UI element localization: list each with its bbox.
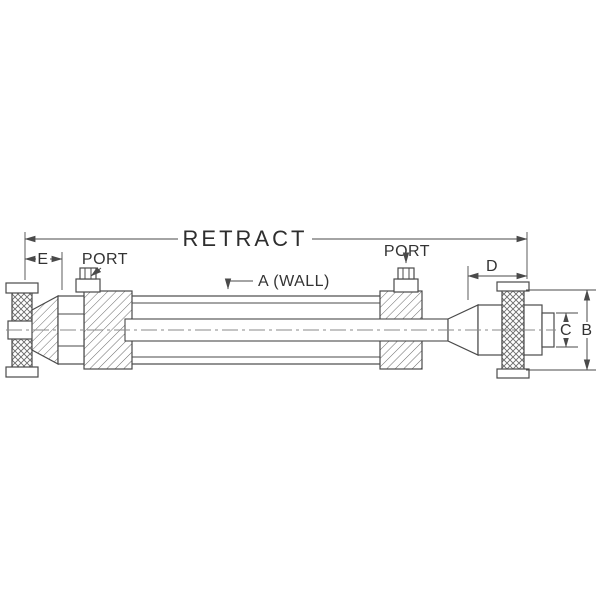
left-clevis-top-bolt	[5, 282, 39, 294]
retract-label: RETRACT	[183, 226, 308, 251]
right-clevis-top-bolt	[496, 281, 530, 292]
left-port-boss	[75, 278, 101, 293]
left-clevis-bottom-bolt	[5, 366, 39, 378]
port-right-label: PORT	[384, 243, 430, 260]
dim-retract: RETRACT	[24, 226, 528, 280]
b-label-mask	[579, 322, 595, 338]
c-label: C	[560, 322, 572, 339]
right-port-bolt	[397, 267, 415, 280]
left-hex-flat-lines	[58, 313, 84, 347]
a-wall-label: A (WALL)	[258, 273, 330, 290]
dim-d: D	[467, 258, 528, 300]
b-label: B	[581, 322, 592, 339]
e-label-mask	[36, 250, 50, 267]
right-port-hex-lines	[402, 268, 410, 279]
a-wall-leader	[224, 278, 253, 290]
c-label-mask	[558, 322, 574, 338]
e-label: E	[37, 251, 48, 268]
right-clevis-bottom-bolt	[496, 368, 530, 379]
callout-port-left: PORT	[82, 251, 128, 277]
d-label: D	[486, 258, 498, 275]
dim-b: B	[526, 289, 596, 371]
callout-a-wall: A (WALL)	[224, 273, 330, 290]
callout-port-right: PORT	[384, 243, 430, 264]
dim-c: C	[556, 312, 578, 348]
port-fitting-right	[393, 267, 419, 293]
port-left-label: PORT	[82, 251, 128, 268]
right-port-boss	[393, 278, 419, 293]
barrel-wall-lines	[108, 302, 420, 358]
dim-e: E	[24, 250, 63, 290]
port-left-leader	[90, 266, 102, 277]
right-rod-clevis	[447, 281, 555, 379]
